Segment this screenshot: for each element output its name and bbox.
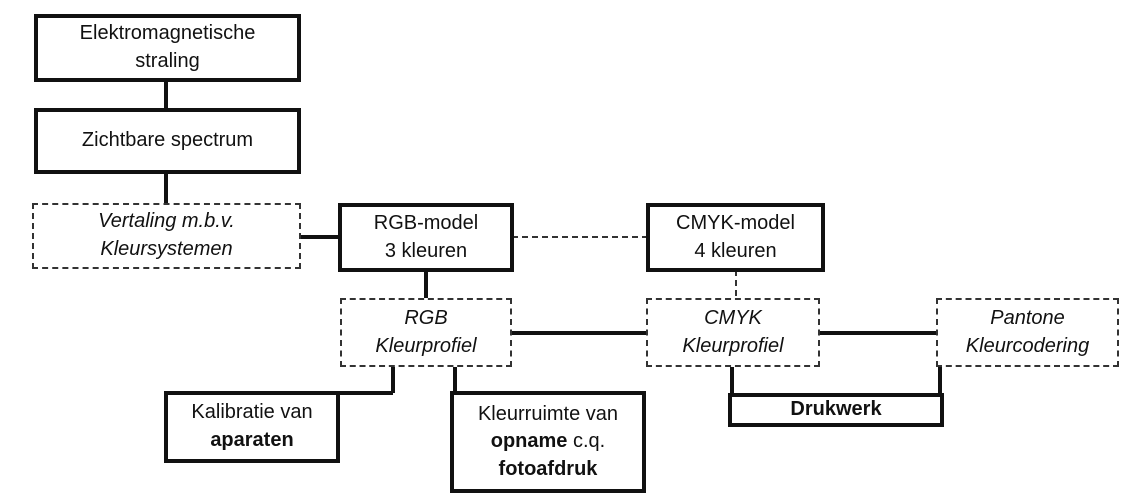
node-cmyk-model: CMYK-model 4 kleuren <box>646 203 825 272</box>
node-line: 4 kleuren <box>694 239 777 262</box>
node-line: Elektromagnetische <box>79 22 256 45</box>
node-line: straling <box>135 50 200 72</box>
node-kleurruimte-opname: Kleurruimte van opname c.q. fotoafdruk <box>450 391 646 493</box>
node-line: aparaten <box>210 427 293 455</box>
node-elektromagnetische-straling: Elektromagnetische straling <box>34 14 301 82</box>
bold-text: Drukwerk <box>790 398 882 421</box>
node-drukwerk: Drukwerk <box>728 393 944 427</box>
node-line: Drukwerk <box>790 396 881 424</box>
node-rgb-model: RGB-model 3 kleuren <box>338 203 514 272</box>
node-line: opname c.q. <box>491 428 605 456</box>
node-vertaling-kleursystemen: Vertaling m.b.v. Kleursystemen <box>32 203 301 269</box>
node-line: RGB-model <box>373 211 479 234</box>
node-line: fotoafdruk <box>499 456 598 484</box>
node-line: CMYK <box>704 306 762 329</box>
node-line: RGB <box>404 306 448 329</box>
node-pantone-kleurcodering: Pantone Kleurcodering <box>936 298 1119 367</box>
node-line: Vertaling m.b.v. <box>98 210 235 233</box>
node-line: 3 kleuren <box>384 239 468 262</box>
node-kalibratie-aparaten: Kalibratie van aparaten <box>164 391 340 463</box>
node-line: Kalibratie van <box>191 401 313 424</box>
node-line: Kleurcodering <box>965 334 1090 357</box>
node-zichtbare-spectrum: Zichtbare spectrum <box>34 108 301 174</box>
bold-text: opname <box>490 430 568 453</box>
node-rgb-kleurprofiel: RGB Kleurprofiel <box>340 298 512 367</box>
node-line: Kleurprofiel <box>682 334 784 357</box>
bold-text: aparaten <box>210 429 294 451</box>
node-line: CMYK-model <box>676 211 795 234</box>
node-line: Pantone <box>990 306 1065 329</box>
text-fragment: c.q. <box>567 430 606 453</box>
node-line: Kleurruimte van <box>477 402 619 425</box>
node-cmyk-kleurprofiel: CMYK Kleurprofiel <box>646 298 820 367</box>
bold-text: fotoafdruk <box>498 457 598 480</box>
node-line: Kleursystemen <box>100 238 233 260</box>
node-line: Kleurprofiel <box>375 334 477 357</box>
node-line: Zichtbare spectrum <box>81 129 254 152</box>
